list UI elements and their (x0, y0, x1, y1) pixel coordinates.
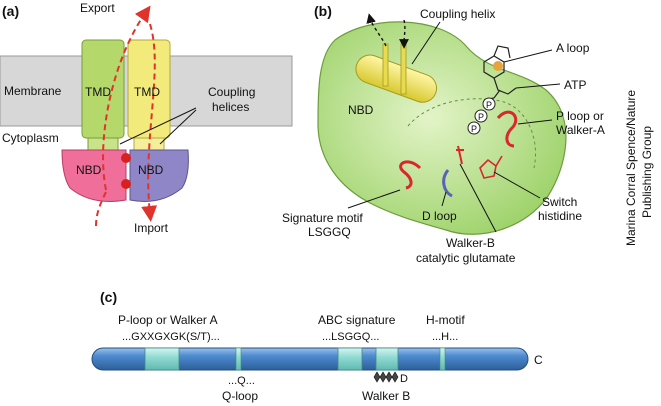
credit-line-2: Publishing Group (640, 126, 654, 218)
walker-b-d-label: D (400, 373, 408, 385)
panel-a: (a) Export Membrane TMD TMD Coupling hel… (0, 1, 293, 235)
q-loop-segment (235, 347, 242, 371)
walker-b-segment (375, 347, 399, 371)
nbd-label: NBD (348, 103, 374, 117)
q-title: Q-loop (222, 389, 258, 403)
helix-arrow-up (366, 13, 387, 47)
credit-line-1: Marina Corral Spence/Nature (624, 90, 638, 246)
h-title: H-motif (426, 313, 465, 327)
helix-arrow-down (399, 19, 409, 49)
p-loop-label-1: P loop or (556, 109, 604, 123)
credit: Marina Corral Spence/Nature Publishing G… (624, 90, 654, 246)
panel-c-label: (c) (100, 289, 117, 305)
h-motif-segment (439, 347, 446, 371)
nbd-left (61, 149, 127, 202)
signature-motif (399, 160, 422, 190)
protein-bar (91, 347, 529, 371)
d-loop-label: D loop (422, 209, 457, 223)
export-arrow-tail (95, 191, 107, 227)
nbd-right-label: NBD (138, 163, 164, 177)
atp-pointer (515, 83, 561, 89)
coupling-helices-label-1: Coupling (208, 85, 255, 99)
switch-label-1: Switch (542, 195, 577, 209)
atp-label: ATP (564, 78, 586, 92)
phosphate-2 (474, 109, 488, 123)
p-loop-label-2: Walker-A (556, 123, 605, 137)
walker-b-residues (373, 371, 399, 383)
p-loop-motif (496, 110, 518, 148)
abc-title: ABC signature (318, 313, 396, 327)
d-loop-pointer (441, 191, 447, 207)
a-loop-pointer (503, 49, 553, 63)
phosphate-label-2: P (478, 112, 484, 122)
membrane-label: Membrane (4, 84, 62, 98)
signature-label-2: LSGGQ (308, 225, 351, 239)
d-loop-motif (442, 169, 453, 198)
ploop-title: P-loop or Walker A (118, 313, 218, 327)
atp-highlight (493, 61, 503, 71)
phosphate-3 (467, 121, 481, 135)
atp-site-right (121, 179, 131, 189)
ploop-sequence: ...GXXGXGK(S/T)... (122, 331, 220, 343)
panel-b-label: (b) (314, 3, 332, 19)
walker-b-title: Walker B (362, 389, 410, 403)
signature-label-1: Signature motif (282, 211, 363, 225)
coupling-pointer-2 (159, 109, 197, 145)
helix-stalk-right (400, 43, 407, 95)
nbd-subdomain-boundary (407, 98, 536, 169)
q-sequence: ...Q... (228, 375, 255, 387)
panel-a-label: (a) (2, 3, 19, 19)
phosphate-label-1: P (486, 100, 492, 110)
switch-pointer (493, 171, 541, 199)
coupling-helix-label: Coupling helix (420, 7, 495, 21)
walker-b-motif (456, 145, 464, 165)
coupling-pointer-1 (119, 107, 197, 145)
panel-c: (c) P-loop or Walker A ...GXXGXGK(S/T)..… (91, 289, 543, 403)
walker-b-pointer (459, 163, 497, 233)
p-loop-pointer (517, 119, 553, 125)
switch-label-2: histidine (538, 209, 582, 223)
tmd-left-label: TMD (85, 85, 111, 99)
cytoplasm-label: Cytoplasm (2, 131, 59, 145)
h-sequence: ...H... (432, 331, 458, 343)
nbd-left-label: NBD (76, 163, 102, 177)
helix-stalk-left (382, 43, 389, 87)
atp-site-left (121, 153, 131, 163)
walker-a-segment (144, 347, 180, 371)
c-terminus-label: C (534, 353, 543, 367)
panel-b: (b) P P P (282, 3, 605, 265)
tmd-right-label: TMD (134, 85, 160, 99)
abc-signature-segment (337, 347, 363, 371)
nbd-right (129, 149, 189, 202)
walker-b-label-1: Walker-B (446, 236, 495, 250)
import-label: Import (134, 221, 169, 235)
abc-sequence: ...LSGGQ... (322, 331, 379, 343)
walker-b-label-2: catalytic glutamate (416, 251, 516, 265)
export-arrow (102, 5, 151, 191)
coupling-helices-label-2: helices (212, 100, 249, 114)
a-loop-label: A loop (556, 41, 590, 55)
import-arrow (141, 23, 158, 222)
signature-pointer (347, 189, 401, 209)
nbd-domain-shape (317, 21, 567, 235)
phosphate-label-3: P (471, 124, 477, 134)
phosphate-1 (482, 97, 496, 111)
export-label: Export (80, 1, 115, 15)
coupling-helix-pointer (411, 21, 441, 65)
switch-histidine-motif (479, 155, 503, 179)
